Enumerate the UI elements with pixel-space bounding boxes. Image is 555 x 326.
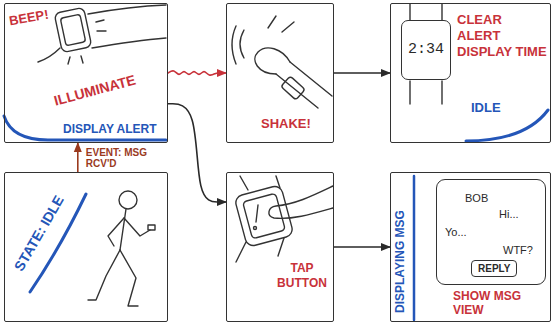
action-note: SHAKE! — [261, 116, 311, 132]
motion-mark — [268, 16, 276, 28]
story-panel: BEEP! ILLUMINATE DISPLAY ALERT — [4, 3, 168, 143]
phone-in-hand — [148, 225, 155, 230]
action-note: CLEAR ALERT DISPLAY TIME — [457, 12, 547, 60]
watch-strap — [441, 4, 442, 20]
finger-outline — [269, 186, 333, 218]
alert-mark — [254, 227, 257, 230]
arm-outline — [92, 38, 166, 48]
action-note: TAP BUTTON — [273, 261, 331, 291]
phone-screen: BOB Hi... Yo... WTF? REPLY — [436, 179, 546, 285]
state-label: STATE: IDLE — [11, 193, 68, 274]
glow-mark — [96, 20, 104, 22]
event-arrow — [77, 143, 79, 172]
state-label: IDLE — [471, 100, 501, 116]
sound-effect: BEEP! — [8, 7, 50, 29]
watch-body — [234, 185, 294, 248]
watch-display: 2:34 — [401, 20, 451, 80]
flow-arrow — [168, 104, 226, 202]
story-panel: SHAKE! — [226, 3, 334, 143]
button-label: REPLY — [478, 262, 510, 275]
watch-strap — [278, 238, 284, 256]
watch-strap — [409, 4, 410, 20]
watch-strap — [276, 176, 280, 188]
story-panel: STATE: IDLE — [4, 172, 168, 322]
glow-mark — [97, 30, 106, 31]
watch-strap — [409, 81, 410, 104]
watch-body — [281, 76, 305, 100]
watch-strap — [240, 176, 248, 190]
watch-screen — [60, 14, 85, 46]
person-body — [120, 209, 126, 250]
motion-mark — [282, 22, 294, 32]
glow-mark — [68, 57, 70, 64]
arm-outline — [88, 5, 166, 14]
event-label: EVENT: MSG RCV'D — [84, 147, 152, 169]
state-band — [413, 176, 416, 320]
person-arm — [108, 218, 124, 246]
hand-outline — [38, 48, 60, 62]
story-panel: TAP BUTTON — [226, 172, 334, 322]
squiggle-arrow — [168, 71, 226, 75]
motion-mark — [240, 30, 244, 58]
state-label: DISPLAYING MSG — [393, 210, 407, 313]
watch-screen — [243, 193, 286, 239]
person-head — [119, 191, 137, 209]
forearm-outline — [276, 74, 318, 108]
state-band — [4, 116, 166, 140]
person-leg — [120, 250, 138, 306]
motion-mark — [232, 26, 236, 64]
action-note: ILLUMINATE — [52, 71, 137, 109]
watch-strap — [441, 81, 442, 104]
alert-mark — [256, 205, 258, 222]
watch-body — [54, 7, 92, 52]
glow-mark — [81, 56, 83, 63]
watch-strap — [236, 242, 246, 262]
person-arm — [124, 218, 150, 236]
story-panel: DISPLAYING MSG SHOW MSG VIEW BOB Hi... Yo...… — [390, 172, 551, 322]
sketch-group — [4, 4, 548, 320]
message-text: Yo... — [445, 226, 467, 239]
person-leg — [88, 250, 120, 300]
message-text: Hi... — [499, 208, 519, 221]
flow-arrow — [334, 72, 390, 74]
flow-arrow — [334, 246, 390, 248]
reply-button: REPLY — [471, 260, 517, 277]
story-panel: CLEAR ALERT DISPLAY TIME IDLE 2:34 — [390, 3, 551, 143]
state-label: DISPLAY ALERT — [63, 122, 157, 136]
action-note: SHOW MSG VIEW — [453, 289, 537, 317]
clock-time: 2:34 — [408, 41, 444, 59]
fist-outline — [255, 48, 290, 74]
message-text: WTF? — [503, 244, 533, 257]
message-text: BOB — [465, 192, 488, 205]
